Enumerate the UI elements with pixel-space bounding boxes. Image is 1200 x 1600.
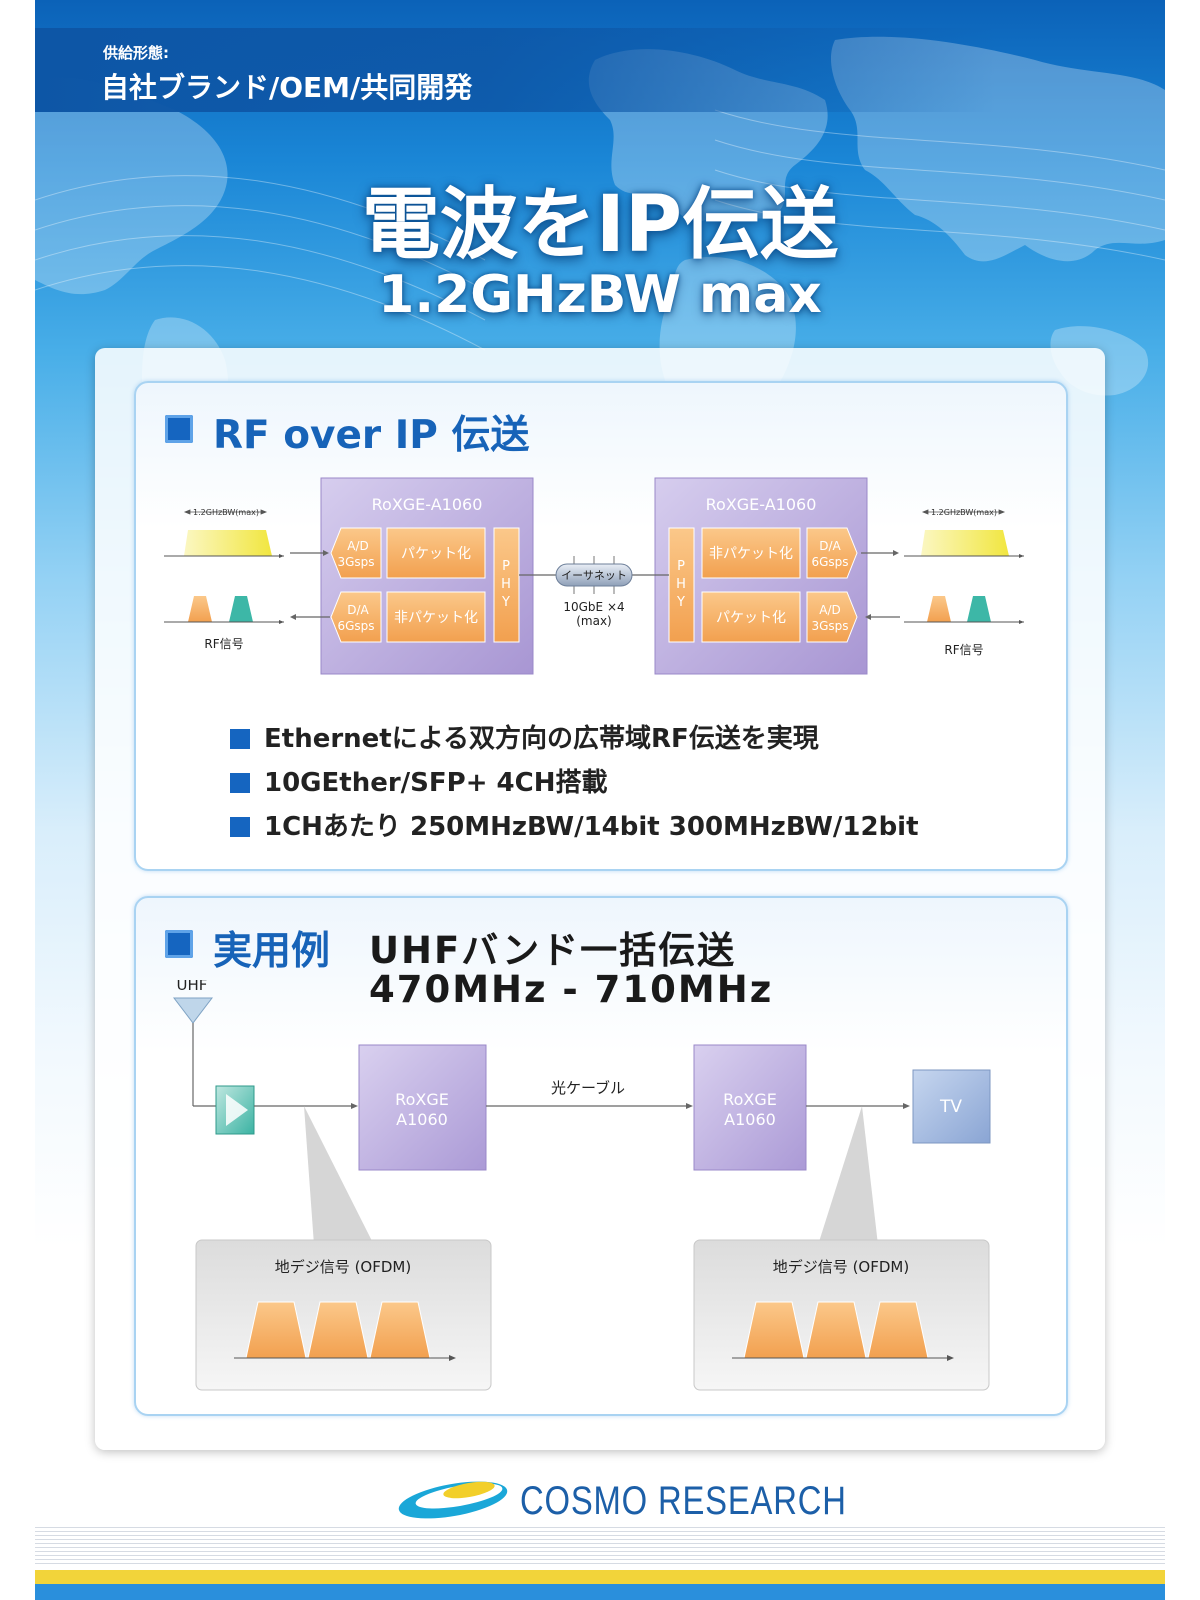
right-packetize-label: パケット化 — [716, 610, 786, 626]
bullet-square-icon — [230, 817, 250, 837]
left-signal-orange — [188, 596, 212, 622]
amplifier-icon — [226, 1094, 248, 1126]
callout-left-pointer — [304, 1106, 374, 1245]
ethernet-label: イーサネット — [561, 569, 627, 582]
right-depacketize-block — [701, 527, 801, 579]
left-signal-teal — [229, 596, 253, 622]
bullet-square-icon — [230, 773, 250, 793]
bullet-text: Ethernetによる双方向の広帯域RF伝送を実現 — [264, 724, 819, 754]
section-square-icon — [165, 415, 193, 443]
rf-over-ip-panel — [134, 381, 1068, 871]
callout-right-pointer — [818, 1106, 878, 1245]
device1-line2: A1060 — [396, 1110, 448, 1129]
left-ad-label1: A/D — [347, 539, 369, 553]
left-phy-y: Y — [501, 595, 510, 610]
left-depacketize-block — [386, 591, 486, 643]
left-depacketize-label: 非パケット化 — [394, 610, 478, 626]
right-packetize-block — [701, 591, 801, 643]
supply-value: 自社ブランド/OEM/共同開発 — [101, 71, 473, 104]
rf-section-heading: RF over IP 伝送 — [213, 413, 530, 458]
hero-title: 電波をIP伝送 — [361, 180, 839, 270]
tv-label: TV — [939, 1097, 962, 1117]
bullet-item: 1CHあたり 250MHzBW/14bit 300MHzBW/12bit — [230, 806, 919, 843]
left-ad-label2: 3Gsps — [337, 555, 374, 569]
callout-left-label: 地デジ信号 (OFDM) — [275, 1258, 411, 1276]
left-bw-label: 1.2GHzBW(max) — [193, 508, 259, 517]
right-depacketize-label: 非パケット化 — [709, 546, 793, 562]
right-ad-label2: 3Gsps — [811, 619, 848, 633]
tv-box — [912, 1069, 991, 1144]
left-wideband-signal — [184, 530, 272, 556]
right-phy-y: Y — [676, 595, 685, 610]
rf-over-ip-diagram: RoXGE-A1060 A/D 3Gsps パケット化 D/A 6Gsps 非パ… — [164, 477, 1024, 675]
right-device-name: RoXGE-A1060 — [706, 495, 817, 514]
supply-label: 供給形態: — [103, 44, 169, 62]
callout-right-label: 地デジ信号 (OFDM) — [773, 1258, 909, 1276]
use-case-frequency: 470MHz - 710MHz — [369, 968, 774, 1011]
left-da-label1: D/A — [347, 603, 369, 617]
footer-stripe-blue — [35, 1584, 1165, 1600]
right-bw-label: 1.2GHzBW(max) — [931, 508, 997, 517]
brochure-page: 供給形態: 自社ブランド/OEM/共同開発 電波をIP伝送 1.2GHzBW m… — [35, 0, 1165, 1600]
bullet-text: 1CHあたり 250MHzBW/14bit 300MHzBW/12bit — [264, 812, 919, 842]
bullet-square-icon — [230, 729, 250, 749]
left-ad-block — [330, 527, 382, 579]
left-device-name: RoXGE-A1060 — [372, 495, 483, 514]
supply-banner — [35, 28, 1165, 112]
right-signal-teal — [967, 596, 991, 622]
device2-box — [693, 1044, 807, 1171]
antenna-icon — [172, 997, 214, 1024]
ethernet-pipe — [555, 563, 633, 587]
left-phy-p: P — [502, 559, 510, 574]
bullet-item: Ethernetによる双方向の広帯域RF伝送を実現 — [230, 718, 819, 755]
right-phy-p: P — [677, 559, 685, 574]
antenna-label: UHF — [177, 980, 208, 994]
right-bw-dimension — [921, 509, 1006, 515]
cosmo-research-logo-icon — [398, 1481, 508, 1519]
ethernet-ticks — [573, 556, 615, 594]
right-da-label2: 6Gsps — [811, 555, 848, 569]
footer-lines — [35, 1527, 1165, 1567]
left-packetize-block — [386, 527, 486, 579]
left-bw-dimension — [183, 509, 268, 515]
left-da-label2: 6Gsps — [337, 619, 374, 633]
device2-line1: RoXGE — [723, 1090, 777, 1109]
use-case-heading: 実用例 — [213, 929, 331, 974]
link-spec2: (max) — [576, 614, 612, 628]
uhf-transmission-diagram: UHF RoXGE A1060 光ケーブル RoXGE A1060 TV 地デジ… — [172, 980, 991, 1391]
hero-subtitle: 1.2GHzBW max — [378, 265, 822, 325]
device2-line2: A1060 — [724, 1110, 776, 1129]
right-wideband-signal — [921, 530, 1009, 556]
bullet-item: 10GEther/SFP+ 4CH搭載 — [230, 762, 608, 799]
right-phy-h: H — [676, 577, 686, 592]
use-case-title: UHFバンド一括伝送 — [369, 929, 737, 972]
right-ad-label1: A/D — [819, 603, 841, 617]
left-phy-block — [493, 527, 520, 643]
device1-box — [358, 1044, 487, 1171]
section-square-icon — [165, 930, 193, 958]
right-phy-block — [668, 527, 695, 643]
link-spec1: 10GbE ×4 — [563, 600, 624, 614]
left-phy-h: H — [501, 577, 511, 592]
right-signal-orange — [927, 596, 951, 622]
bullet-text: 10GEther/SFP+ 4CH搭載 — [264, 768, 608, 798]
right-ad-block — [806, 591, 858, 643]
left-packetize-label: パケット化 — [401, 546, 471, 562]
optical-cable-label: 光ケーブル — [551, 1079, 625, 1097]
device1-line1: RoXGE — [395, 1090, 449, 1109]
right-da-block — [806, 527, 858, 579]
right-rf-label: RF信号 — [944, 643, 983, 657]
footer-stripe-yellow — [35, 1570, 1165, 1584]
left-da-block — [330, 591, 382, 643]
company-name: COSMO RESEARCH — [520, 1479, 847, 1523]
right-da-label1: D/A — [819, 539, 841, 553]
left-rf-label: RF信号 — [204, 637, 243, 651]
